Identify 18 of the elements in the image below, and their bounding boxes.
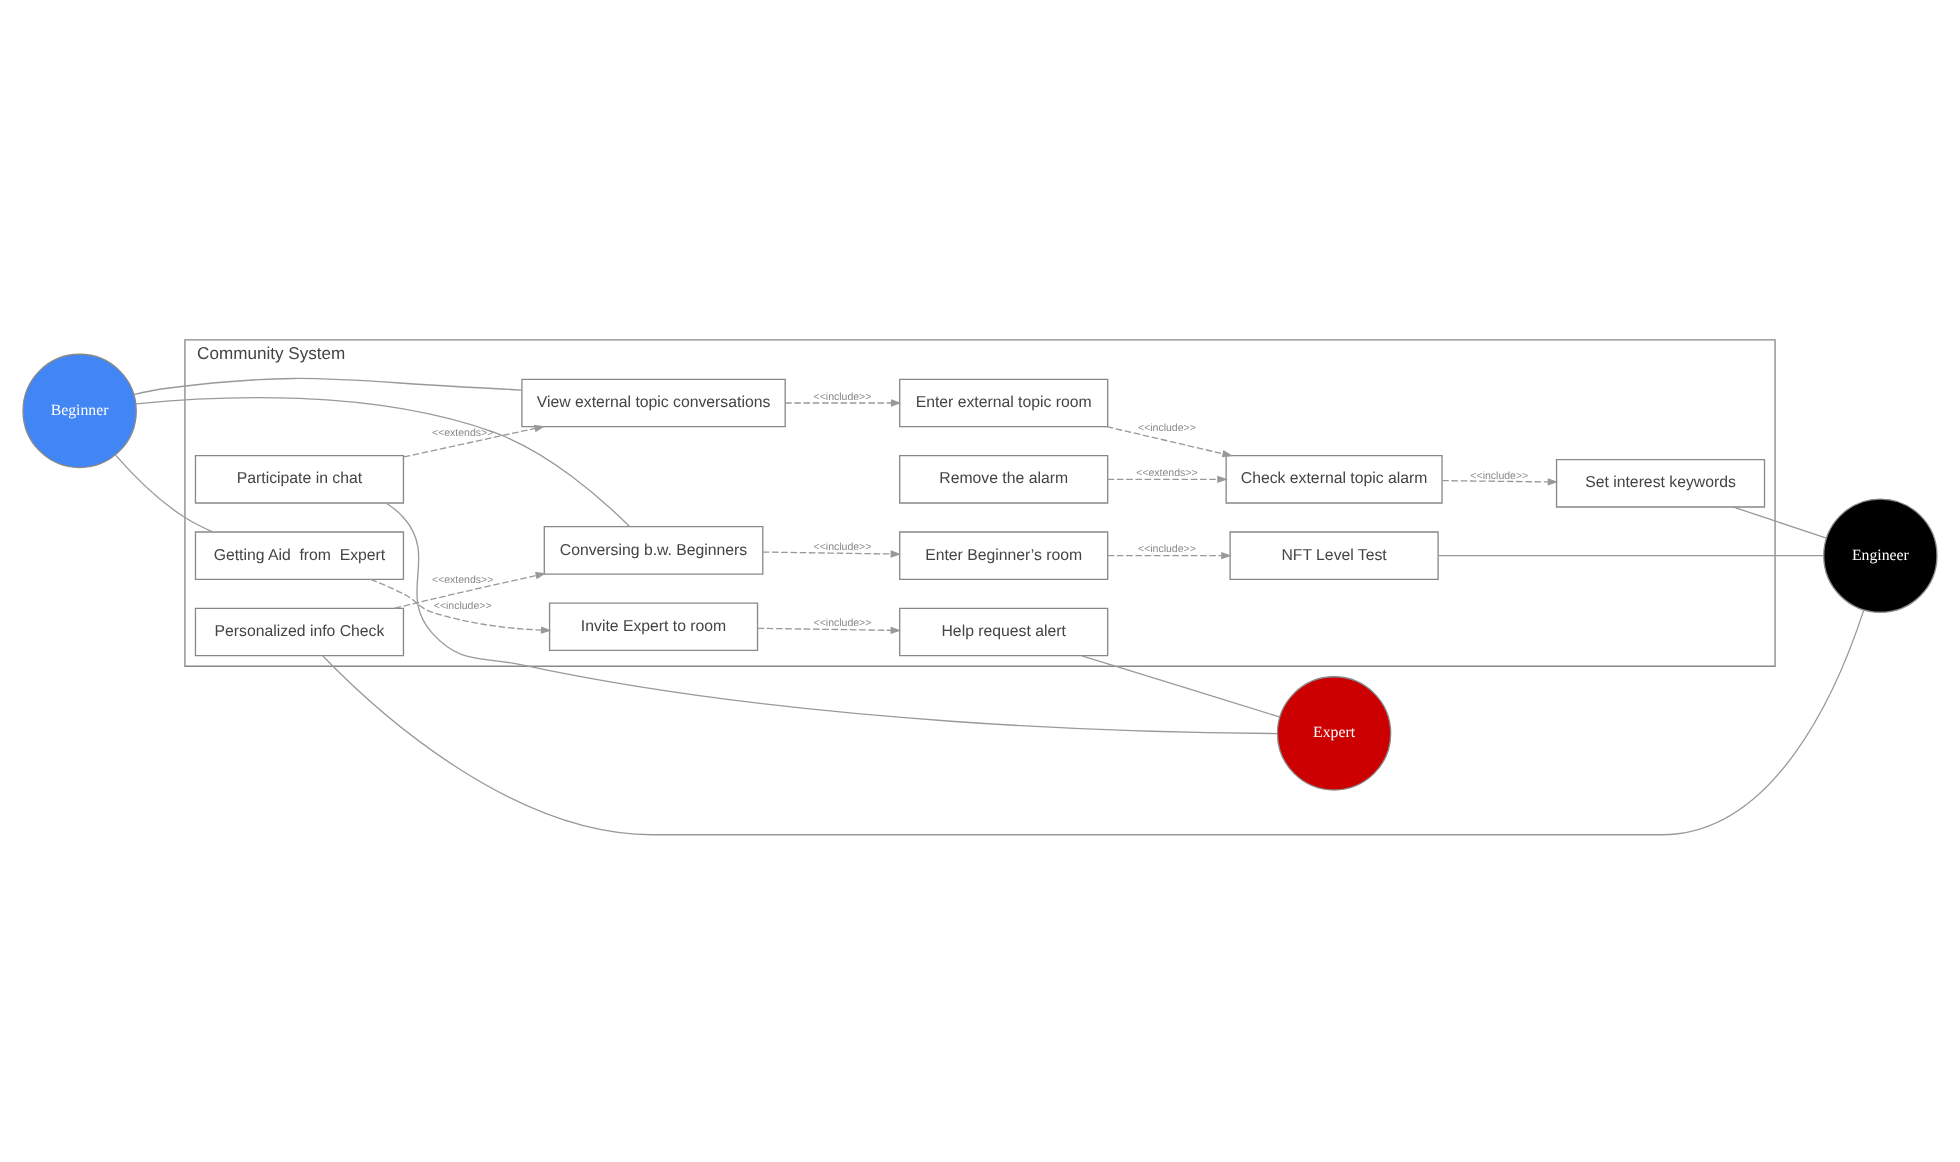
connector	[1437, 554, 1825, 556]
connector	[133, 376, 523, 395]
connector	[114, 453, 214, 532]
connector	[322, 608, 1865, 835]
arrow	[370, 577, 552, 633]
connector	[1081, 654, 1281, 717]
arrow	[393, 570, 547, 608]
arrow	[1441, 477, 1559, 485]
connector	[135, 395, 631, 527]
connector	[1732, 505, 1828, 538]
arrow	[1107, 550, 1232, 559]
connector	[385, 501, 1278, 734]
arrow	[1107, 474, 1228, 482]
arrow	[403, 423, 545, 457]
arrow	[762, 549, 902, 557]
arrow	[757, 625, 902, 634]
arrow	[784, 398, 902, 406]
arrow	[1106, 425, 1233, 457]
